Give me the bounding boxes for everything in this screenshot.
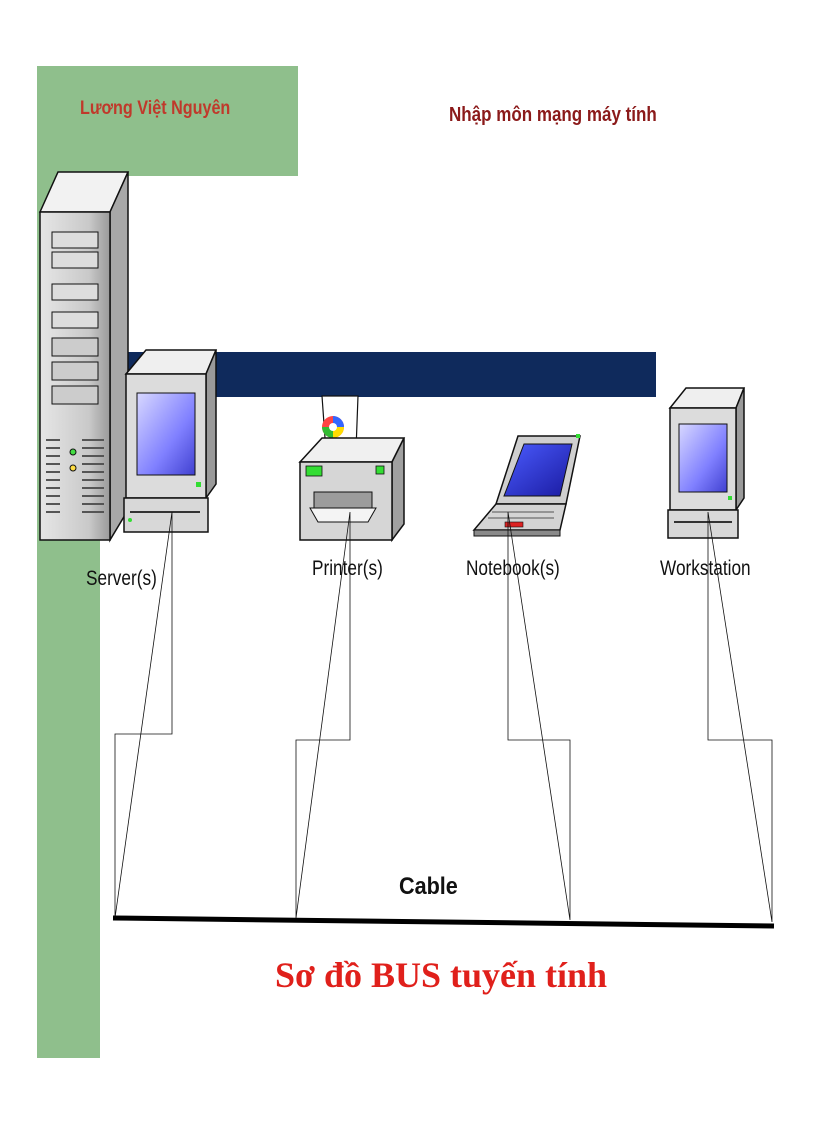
diagram-title: Sơ đồ BUS tuyến tính bbox=[275, 955, 608, 995]
workstation-icon bbox=[667, 387, 746, 539]
cable-label: Cable bbox=[399, 873, 458, 900]
printer-icon bbox=[298, 395, 406, 543]
header-green-box bbox=[37, 66, 298, 176]
notebook-label: Notebook(s) bbox=[466, 557, 560, 580]
server-tower-icon bbox=[38, 171, 130, 543]
server-label: Server(s) bbox=[86, 567, 157, 590]
course-title: Nhập môn mạng máy tính bbox=[449, 104, 657, 126]
printer-label: Printer(s) bbox=[312, 557, 383, 580]
bus-cable-line bbox=[112, 915, 775, 929]
workstation-label: Workstation bbox=[660, 557, 751, 580]
drop-cables bbox=[114, 511, 773, 923]
server-monitor-icon bbox=[123, 349, 218, 533]
author-name: Lương Việt Nguyên bbox=[80, 98, 231, 119]
laptop-icon bbox=[472, 434, 581, 537]
